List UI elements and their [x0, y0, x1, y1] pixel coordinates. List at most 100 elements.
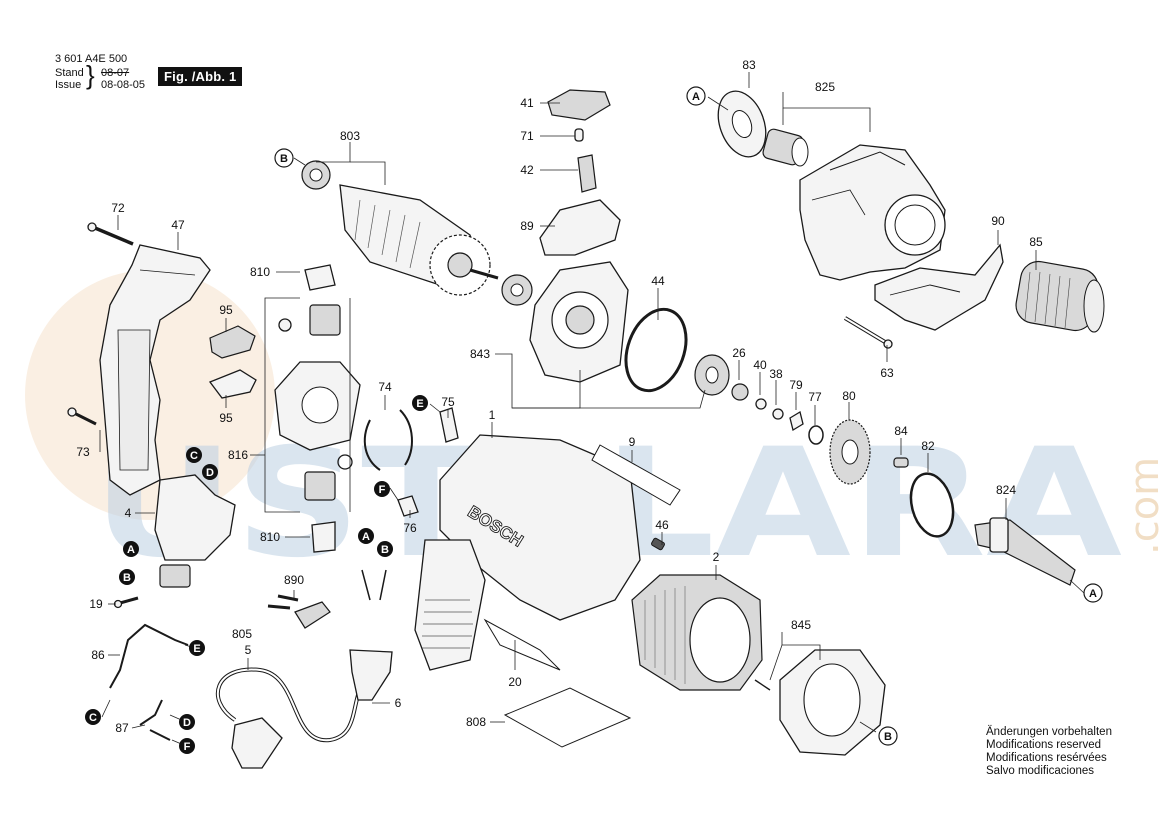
callout-74: 74 — [378, 380, 392, 394]
bearing-flange-843 — [529, 261, 629, 383]
marker-F-terminal: F — [374, 481, 390, 497]
header-brace: } — [86, 60, 95, 90]
brush-box-upper — [278, 304, 341, 336]
bracket-816 — [264, 297, 351, 513]
callout-77: 77 — [808, 390, 822, 404]
svg-text:A: A — [127, 544, 135, 556]
svg-text:D: D — [206, 467, 214, 479]
callout-72: 72 — [111, 201, 125, 215]
ratchet-26 — [694, 354, 730, 396]
callout-85: 85 — [1029, 235, 1043, 249]
watermark-suffix: .com — [1122, 457, 1168, 555]
callout-71: 71 — [520, 129, 534, 143]
brush-cap-810-upper — [304, 264, 336, 291]
callout-805: 805 — [232, 627, 252, 641]
callout-890: 890 — [284, 573, 304, 587]
marker-A-cord: A — [358, 528, 374, 544]
callout-42: 42 — [520, 163, 534, 177]
marker-A-top: A — [686, 86, 706, 106]
ring-82 — [909, 472, 955, 538]
callout-824: 824 — [996, 483, 1016, 497]
part-number: 3 601 A4E 500 — [55, 53, 128, 65]
callout-46: 46 — [655, 518, 669, 532]
power-cord-5 — [215, 667, 367, 769]
callout-5: 5 — [245, 643, 252, 657]
callout-19: 19 — [89, 597, 103, 611]
svg-text:E: E — [193, 643, 200, 655]
callout-803: 803 — [340, 129, 360, 143]
bearing-40 — [731, 383, 749, 401]
note-en: Modifications reserved — [986, 739, 1102, 751]
callout-4: 4 — [125, 506, 132, 520]
issue-date: 08-08-05 — [101, 79, 146, 91]
callout-810-upper: 810 — [250, 265, 270, 279]
svg-text:A: A — [1089, 588, 1097, 600]
fan-baffle-845 — [754, 649, 886, 756]
switch-4 — [154, 474, 236, 588]
armature-bearing — [501, 274, 533, 306]
marker-A-spindle: A — [1083, 583, 1103, 603]
stand-date: 08-07 — [101, 67, 130, 79]
callout-95-upper: 95 — [219, 303, 233, 317]
screw-46 — [651, 537, 665, 551]
callout-79: 79 — [789, 378, 803, 392]
svg-text:E: E — [416, 398, 423, 410]
callout-38: 38 — [769, 367, 783, 381]
svg-text:D: D — [183, 717, 191, 729]
marker-E-wire: E — [189, 640, 205, 656]
callout-843: 843 — [470, 347, 490, 361]
terminal-76 — [397, 495, 419, 517]
marker-B-top: B — [274, 148, 294, 168]
handle-half-47 — [99, 244, 211, 496]
wire-87 — [139, 699, 171, 741]
callout-73: 73 — [76, 445, 90, 459]
note-fr: Modifications resérvées — [986, 752, 1107, 764]
brush-plate-816 — [274, 361, 361, 451]
marker-C-switch: C — [186, 447, 202, 463]
callout-89: 89 — [520, 219, 534, 233]
svg-text:B: B — [123, 572, 131, 584]
svg-text:C: C — [190, 450, 198, 462]
screw-72 — [87, 222, 134, 246]
callout-86: 86 — [91, 648, 105, 662]
clip-95-upper — [209, 325, 256, 359]
spindle-824 — [974, 517, 1076, 586]
marker-B-cord: B — [377, 541, 393, 557]
figure-label: Fig. /Abb. 1 — [158, 67, 243, 86]
field-coil-2 — [631, 574, 763, 691]
callout-808: 808 — [466, 715, 486, 729]
marker-B-switch: B — [119, 569, 135, 585]
switch-cap-41 — [547, 89, 611, 121]
marker-F-wire: F — [179, 738, 195, 754]
wire-86 — [109, 623, 189, 689]
marker-B-baffle: B — [878, 726, 898, 746]
svg-text:B: B — [280, 153, 288, 165]
issue-label: Issue — [55, 79, 82, 91]
ring-79 — [772, 408, 784, 420]
o-ring-44 — [624, 307, 688, 393]
note-de: Änderungen vorbehalten — [986, 726, 1112, 738]
spring-71 — [574, 128, 584, 142]
callout-76: 76 — [403, 521, 417, 535]
callout-90: 90 — [991, 214, 1005, 228]
washer-77 — [808, 425, 824, 445]
callout-84: 84 — [894, 424, 908, 438]
drill-chuck-85 — [1015, 260, 1105, 333]
callout-810-lower: 810 — [260, 530, 280, 544]
aux-handle-90 — [874, 243, 1004, 331]
svg-text:A: A — [362, 531, 370, 543]
label-9 — [591, 444, 681, 506]
screw-19 — [113, 596, 139, 609]
callout-9: 9 — [629, 435, 636, 449]
brush-box-lower — [304, 454, 353, 501]
leader-lines — [99, 72, 1085, 747]
callout-75: 75 — [441, 395, 455, 409]
washer-83 — [717, 90, 767, 158]
cord-sleeve-6 — [349, 569, 393, 701]
callout-47: 47 — [171, 218, 185, 232]
bearing-825 — [762, 128, 809, 167]
modification-notes: Änderungen vorbehalten Modifications res… — [986, 726, 1112, 778]
marker-C-wire: C — [85, 709, 101, 725]
slider-42 — [577, 154, 597, 193]
